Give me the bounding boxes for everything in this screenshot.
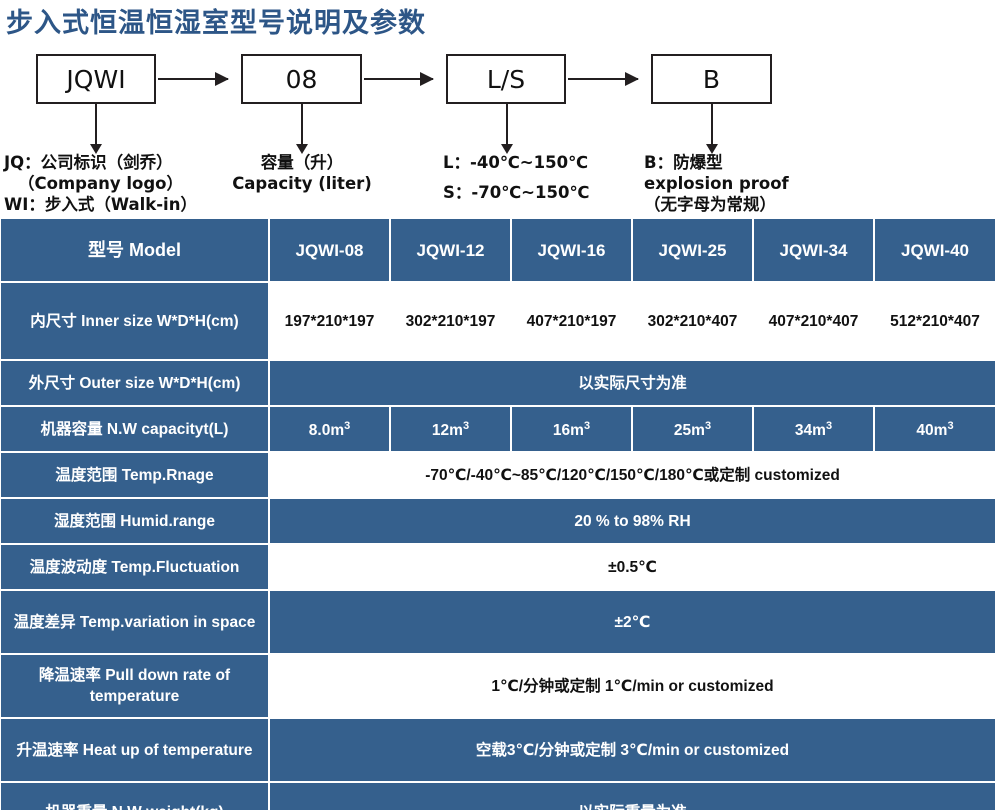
caption-b: B：防爆型 explosion proof （无字母为常规）	[644, 152, 789, 215]
caption-ls: L：-40℃~150℃ S：-70℃~150℃	[443, 152, 589, 203]
temp-range-value: -70℃/-40℃~85℃/120℃/150℃/180℃或定制 customiz…	[269, 452, 996, 498]
arrow-down-jqwi	[90, 104, 102, 154]
pull-down-rate-value: 1℃/分钟或定制 1℃/min or customized	[269, 654, 996, 718]
caption-08-line-1: 容量（升）	[260, 153, 344, 172]
temp-variation-value: ±2℃	[269, 590, 996, 654]
model-col-6: JQWI-40	[874, 218, 996, 282]
row-label-temp-fluctuation: 温度波动度 Temp.Fluctuation	[0, 544, 269, 590]
caption-jqwi-line-1: JQ：公司标识（剑乔）	[4, 153, 173, 172]
inner-size-col-4: 302*210*407	[632, 282, 753, 360]
temp-fluctuation-value: ±0.5℃	[269, 544, 996, 590]
table-row-outer-size: 外尺寸 Outer size W*D*H(cm) 以实际尺寸为准	[0, 360, 996, 406]
model-code-diagram: JQWI 08 L/S B JQ：公司标识（剑乔） （Company logo）…	[0, 46, 996, 218]
capacity-col-4: 25m3	[632, 406, 753, 452]
model-col-1: JQWI-08	[269, 218, 390, 282]
inner-size-col-1: 197*210*197	[269, 282, 390, 360]
inner-size-col-6: 512*210*407	[874, 282, 996, 360]
humid-range-value: 20 % to 98% RH	[269, 498, 996, 544]
model-col-4: JQWI-25	[632, 218, 753, 282]
caption-b-line-3: （无字母为常规）	[644, 195, 776, 214]
table-row-temp-variation: 温度差异 Temp.variation in space ±2℃	[0, 590, 996, 654]
caption-b-line-2: explosion proof	[644, 174, 789, 193]
row-label-heat-up-rate: 升温速率 Heat up of temperature	[0, 718, 269, 782]
caption-08: 容量（升） Capacity (liter)	[224, 152, 380, 194]
spec-table: 型号 Model JQWI-08 JQWI-12 JQWI-16 JQWI-25…	[0, 218, 996, 810]
inner-size-col-3: 407*210*197	[511, 282, 632, 360]
row-label-inner-size: 内尺寸 Inner size W*D*H(cm)	[0, 282, 269, 360]
diagram-node-jqwi: JQWI	[36, 54, 156, 104]
table-row-model: 型号 Model JQWI-08 JQWI-12 JQWI-16 JQWI-25…	[0, 218, 996, 282]
partial-value: 以实际重量为准	[269, 782, 996, 810]
table-row-temp-range: 温度范围 Temp.Rnage -70℃/-40℃~85℃/120℃/150℃/…	[0, 452, 996, 498]
inner-size-col-2: 302*210*197	[390, 282, 511, 360]
caption-b-line-1: B：防爆型	[644, 153, 723, 172]
row-label-outer-size: 外尺寸 Outer size W*D*H(cm)	[0, 360, 269, 406]
caption-jqwi-line-3: WI：步入式（Walk-in）	[4, 195, 197, 214]
table-row-partial-cutoff: 机器重量 N.W weight(kg) 以实际重量为准	[0, 782, 996, 810]
row-label-pull-down-rate: 降温速率 Pull down rate of temperature	[0, 654, 269, 718]
diagram-node-08: 08	[241, 54, 362, 104]
page-title: 步入式恒温恒湿室型号说明及参数	[6, 8, 426, 38]
model-col-5: JQWI-34	[753, 218, 874, 282]
row-label-model: 型号 Model	[0, 218, 269, 282]
arrow-ls-to-b	[568, 72, 639, 86]
diagram-node-ls: L/S	[446, 54, 566, 104]
outer-size-value: 以实际尺寸为准	[269, 360, 996, 406]
capacity-col-3: 16m3	[511, 406, 632, 452]
row-label-partial: 机器重量 N.W weight(kg)	[0, 782, 269, 810]
arrow-08-to-ls	[364, 72, 434, 86]
capacity-col-2: 12m3	[390, 406, 511, 452]
caption-08-line-2: Capacity (liter)	[232, 174, 372, 193]
table-row-capacity: 机器容量 N.W capacityt(L) 8.0m3 12m3 16m3 25…	[0, 406, 996, 452]
capacity-col-1: 8.0m3	[269, 406, 390, 452]
arrow-down-b	[706, 104, 718, 154]
row-label-temp-variation: 温度差异 Temp.variation in space	[0, 590, 269, 654]
caption-ls-line-2: S：-70℃~150℃	[443, 183, 590, 202]
table-row-heat-up-rate: 升温速率 Heat up of temperature 空载3℃/分钟或定制 3…	[0, 718, 996, 782]
heat-up-rate-value: 空载3℃/分钟或定制 3℃/min or customized	[269, 718, 996, 782]
model-col-3: JQWI-16	[511, 218, 632, 282]
caption-jqwi-line-2: （Company logo）	[18, 174, 183, 193]
caption-jqwi: JQ：公司标识（剑乔） （Company logo） WI：步入式（Walk-i…	[4, 152, 197, 215]
arrow-down-08	[296, 104, 308, 154]
table-row-humid-range: 湿度范围 Humid.range 20 % to 98% RH	[0, 498, 996, 544]
diagram-node-b: B	[651, 54, 772, 104]
table-row-inner-size: 内尺寸 Inner size W*D*H(cm) 197*210*197 302…	[0, 282, 996, 360]
caption-ls-line-1: L：-40℃~150℃	[443, 153, 589, 172]
arrow-jqwi-to-08	[158, 72, 229, 86]
row-label-temp-range: 温度范围 Temp.Rnage	[0, 452, 269, 498]
capacity-col-6: 40m3	[874, 406, 996, 452]
capacity-col-5: 34m3	[753, 406, 874, 452]
inner-size-col-5: 407*210*407	[753, 282, 874, 360]
model-col-2: JQWI-12	[390, 218, 511, 282]
row-label-humid-range: 湿度范围 Humid.range	[0, 498, 269, 544]
table-row-pull-down-rate: 降温速率 Pull down rate of temperature 1℃/分钟…	[0, 654, 996, 718]
row-label-capacity: 机器容量 N.W capacityt(L)	[0, 406, 269, 452]
table-row-temp-fluctuation: 温度波动度 Temp.Fluctuation ±0.5℃	[0, 544, 996, 590]
arrow-down-ls	[501, 104, 513, 154]
